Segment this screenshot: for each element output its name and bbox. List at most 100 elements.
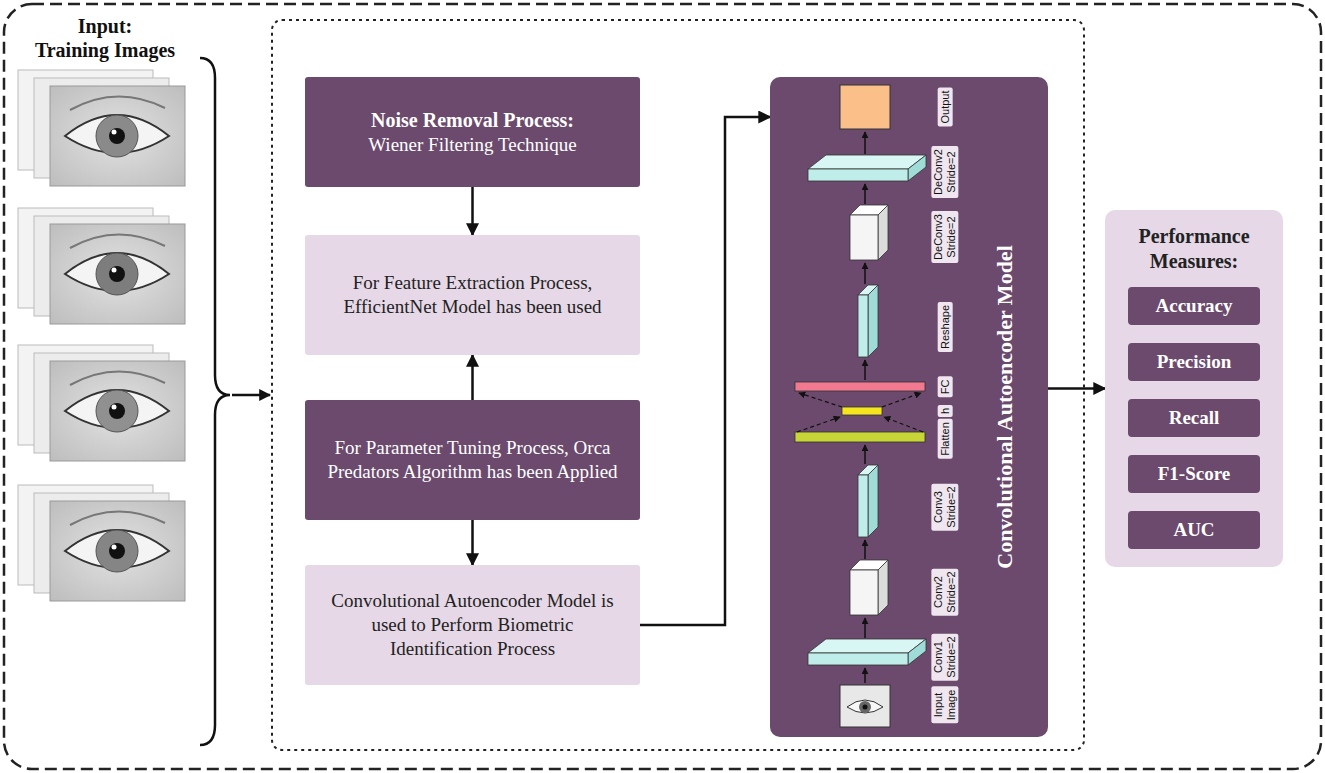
metrics-panel: Performance Measures: AccuracyPrecisionRe… bbox=[1105, 210, 1283, 567]
box-text: AUC bbox=[1173, 518, 1214, 542]
metric-box: F1-Score bbox=[1128, 455, 1260, 493]
eye-image-stack-part bbox=[109, 266, 125, 282]
eye-image-stack bbox=[18, 208, 185, 324]
eye-image-stack-part bbox=[109, 403, 125, 419]
layer-label: h bbox=[938, 405, 953, 417]
layer-arrows bbox=[864, 132, 866, 683]
conv1-block-part bbox=[808, 639, 926, 653]
dashed-links-part bbox=[882, 393, 921, 407]
process-box: For Parameter Tuning Process, Orca Preda… bbox=[305, 400, 640, 520]
input-eye-thumbnail-part bbox=[840, 685, 890, 727]
conv2-block-part bbox=[878, 560, 888, 615]
deconv2-block-part bbox=[808, 169, 908, 181]
panel-title: Convolutional Autoencoder Model bbox=[992, 245, 1018, 569]
layer-arrows-part bbox=[864, 132, 866, 154]
box-text: For Feature Extraction Process, Efficien… bbox=[323, 271, 622, 319]
conv3-block-part bbox=[868, 465, 878, 537]
dashed-links-part bbox=[884, 417, 923, 432]
input-heading: Input: bbox=[10, 14, 200, 38]
input-arrow bbox=[232, 394, 270, 397]
metric-box: Precision bbox=[1128, 343, 1260, 381]
conv1-block-part bbox=[808, 653, 908, 665]
eye-image-stack-part bbox=[112, 268, 117, 273]
layer-label: Flatten bbox=[938, 419, 953, 459]
metric-box: Accuracy bbox=[1128, 287, 1260, 325]
deconv3-block-part bbox=[850, 215, 878, 260]
process-box: For Feature Extraction Process, Efficien… bbox=[305, 235, 640, 355]
box-text: Convolutional Autoencoder Model is used … bbox=[323, 589, 622, 660]
box-text: Recall bbox=[1169, 406, 1220, 430]
process-box: Convolutional Autoencoder Model is used … bbox=[305, 565, 640, 685]
reshape-block-part bbox=[868, 285, 878, 357]
inner-dotted-border bbox=[272, 20, 1084, 750]
eye-image-stack-part bbox=[70, 371, 165, 385]
flow-arrow bbox=[640, 117, 770, 625]
eye-image-stack-part bbox=[96, 115, 138, 157]
conv3-block bbox=[858, 465, 878, 537]
deconv2-block-part bbox=[808, 155, 926, 169]
output-block bbox=[840, 85, 890, 129]
eye-image-stack-part bbox=[112, 130, 117, 135]
deconv3-block-part bbox=[878, 205, 888, 260]
input-eye-thumbnail-part bbox=[847, 700, 883, 713]
input-eye-thumbnail bbox=[840, 685, 890, 727]
eye-image-stack-part bbox=[109, 543, 125, 559]
box-text: Precision bbox=[1157, 350, 1232, 374]
eye-image-stack-part bbox=[112, 405, 117, 410]
conv1-block bbox=[808, 639, 926, 665]
layer-arrows-part bbox=[864, 184, 866, 204]
eye-image-stack-part bbox=[50, 361, 185, 461]
conv1-block-part bbox=[908, 639, 926, 665]
layer-label: Conv1 Stride=2 bbox=[931, 633, 958, 680]
dashed-links bbox=[797, 393, 923, 432]
metric-box: AUC bbox=[1128, 511, 1260, 549]
input-heading: Training Images bbox=[10, 38, 200, 62]
layer-arrows-part bbox=[864, 618, 866, 638]
layer-arrows-part bbox=[864, 360, 866, 380]
fc-layer bbox=[795, 382, 925, 391]
dashed-links-part bbox=[797, 417, 840, 432]
eye-image-stack bbox=[18, 345, 185, 461]
outer-dashed-border bbox=[4, 4, 1321, 769]
box-heading: Noise Removal Process: bbox=[371, 108, 574, 133]
eye-image-stack-part bbox=[70, 511, 165, 525]
layer-label: DeConv2 Stride=2 bbox=[931, 146, 958, 198]
input-eye-thumbnail-part bbox=[859, 701, 871, 713]
eye-image-stack-part bbox=[112, 545, 117, 550]
layer-arrows-part bbox=[864, 445, 866, 464]
layer-label: Input Image bbox=[931, 687, 958, 724]
box-text: F1-Score bbox=[1158, 462, 1230, 486]
box-text: For Parameter Tuning Process, Orca Preda… bbox=[323, 436, 622, 484]
conv2-block-part bbox=[850, 570, 878, 615]
dashed-links-part bbox=[799, 393, 842, 407]
metric-box: Recall bbox=[1128, 399, 1260, 437]
eye-image-stack-part bbox=[50, 86, 185, 186]
flow-arrow bbox=[471, 187, 474, 235]
layer-arrows-part bbox=[864, 263, 866, 284]
conv2-block bbox=[850, 560, 888, 615]
input-eye-thumbnail-part bbox=[863, 705, 868, 710]
eye-image-stack bbox=[18, 70, 185, 186]
eye-image-stack-part bbox=[70, 234, 165, 248]
conv3-block-part bbox=[858, 475, 868, 537]
eye-image-stack bbox=[18, 485, 185, 601]
flatten-layer bbox=[795, 432, 925, 442]
layer-arrows-part bbox=[864, 668, 866, 683]
process-box: Noise Removal Process:Wiener Filtering T… bbox=[305, 77, 640, 187]
panel-title: Performance Measures: bbox=[1105, 224, 1283, 274]
layer-label: Reshape bbox=[938, 302, 953, 352]
deconv2-block-part bbox=[908, 155, 926, 181]
layer-label: Output bbox=[938, 87, 953, 126]
box-text: Accuracy bbox=[1155, 294, 1232, 318]
model-panel: Convolutional Autoencoder Model OutputDeC… bbox=[770, 77, 1048, 737]
curly-brace bbox=[200, 58, 230, 745]
reshape-block bbox=[858, 285, 878, 357]
flow-arrow bbox=[471, 520, 474, 565]
deconv3-block bbox=[850, 205, 888, 260]
box-text: Wiener Filtering Technique bbox=[368, 133, 577, 157]
eye-image-stack-part bbox=[96, 530, 138, 572]
eye-image-stack-part bbox=[50, 501, 185, 601]
flow-arrow bbox=[471, 355, 474, 400]
layer-arrows-part bbox=[864, 540, 866, 559]
layer-label: Conv3 Stride=2 bbox=[931, 483, 958, 530]
